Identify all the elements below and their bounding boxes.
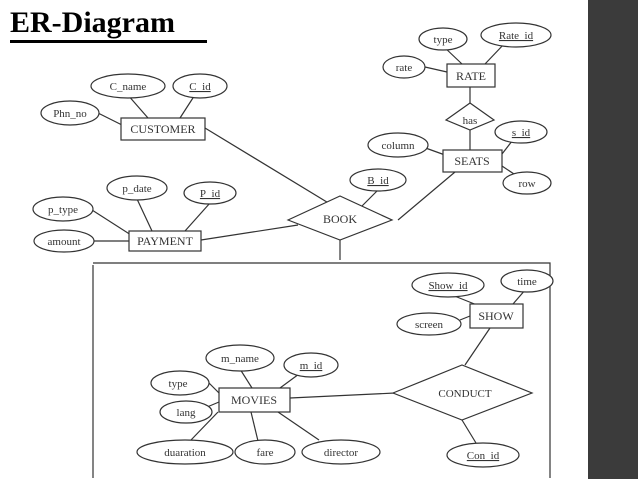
attr-oval-phn-no (40, 100, 100, 126)
attr-type-movie: type (169, 378, 188, 390)
entity-seats (442, 149, 503, 173)
attr-oval-column (367, 132, 429, 158)
attr-oval-amount (33, 229, 95, 253)
page-title: ER-Diagram (10, 6, 175, 39)
entity-payment-label: PAYMENT (137, 234, 193, 248)
attr-oval-row (502, 171, 552, 195)
entity-rate-label: RATE (456, 69, 486, 83)
attr-oval-p-id (183, 181, 237, 205)
attr-oval-s-id (494, 120, 548, 144)
attr-lang: lang (177, 407, 196, 419)
attr-oval-c-id (172, 73, 228, 99)
relationship-diamonds (286, 102, 534, 421)
entity-movies-label: MOVIES (231, 393, 277, 407)
entity-payment (128, 230, 202, 252)
entity-customer (120, 117, 206, 141)
attr-type-rate: type (434, 34, 453, 46)
attr-con-id: Con_id (467, 450, 500, 462)
side-bar (588, 0, 638, 479)
attr-p-date: p_date (122, 183, 151, 195)
attr-oval-screen (396, 312, 462, 336)
relationship-book-label: BOOK (323, 212, 357, 226)
attr-s-id: s_id (512, 127, 531, 139)
attr-oval-con-id (446, 442, 520, 468)
attr-oval-time (500, 269, 554, 293)
relationship-conduct-label: CONDUCT (438, 388, 491, 400)
attr-oval-type-rate (418, 27, 468, 51)
attr-rate: rate (396, 62, 413, 74)
entity-show (469, 303, 524, 329)
labels: CUSTOMER PAYMENT RATE SEATS SHOW MOVIES … (48, 30, 537, 462)
attr-oval-b-id (349, 168, 407, 192)
attr-oval-director (301, 439, 381, 465)
attr-c-id: C_id (189, 81, 211, 93)
attr-oval-rate (382, 55, 426, 79)
attr-oval-rate-id (480, 22, 552, 48)
attr-oval-p-date (106, 175, 168, 201)
attr-oval-type-movie (150, 370, 210, 396)
attribute-ovals (32, 22, 554, 468)
entity-seats-label: SEATS (454, 154, 489, 168)
entity-boxes (120, 63, 524, 413)
attr-oval-show-id (411, 272, 485, 298)
relationship-conduct (391, 364, 534, 421)
relationship-has-label: has (463, 115, 478, 127)
attr-p-id: P_id (200, 188, 221, 200)
entity-customer-label: CUSTOMER (130, 122, 195, 136)
attr-oval-p-type (32, 196, 94, 222)
attr-oval-lang (159, 400, 213, 424)
attr-amount: amount (48, 236, 81, 248)
attr-column: column (382, 140, 415, 152)
attr-phn-no: Phn_no (53, 108, 87, 120)
entity-show-label: SHOW (478, 309, 514, 323)
attr-m-name: m_name (221, 353, 259, 365)
attr-oval-duaration (136, 439, 234, 465)
attr-b-id: B_id (367, 175, 389, 187)
attr-oval-m-name (205, 344, 275, 372)
attr-oval-m-id (283, 352, 339, 378)
attr-show-id: Show_id (428, 280, 468, 292)
attr-row: row (518, 178, 535, 190)
title-underline (10, 40, 207, 43)
attr-oval-c-name (90, 73, 166, 99)
attr-c-name: C_name (110, 81, 147, 93)
attr-director: director (324, 447, 359, 459)
attr-fare: fare (256, 447, 273, 459)
entity-movies (218, 387, 291, 413)
attr-m-id: m_id (300, 360, 323, 372)
attr-duaration: duaration (164, 447, 206, 459)
attr-p-type: p_type (48, 204, 78, 216)
attr-time: time (517, 276, 537, 288)
entity-rate (446, 63, 496, 88)
attr-rate-id: Rate_id (499, 30, 534, 42)
attr-oval-fare (234, 439, 296, 465)
relationship-book (286, 195, 394, 241)
attr-screen: screen (415, 319, 444, 331)
relationship-has (444, 102, 496, 131)
